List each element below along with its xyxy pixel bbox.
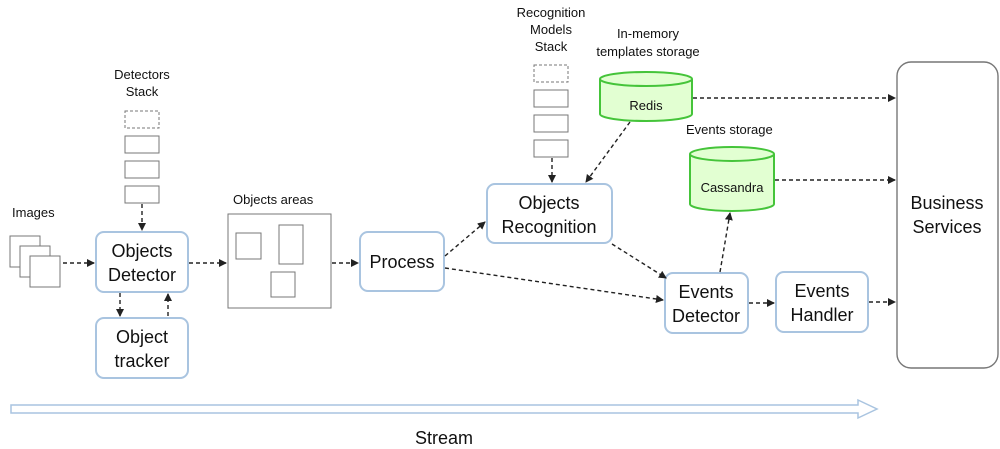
- redis-label: Redis: [629, 98, 663, 113]
- stream-arrow: [10, 398, 879, 420]
- inmemory-storage-label-1: In-memory: [617, 26, 680, 41]
- detectors-stack: [124, 110, 160, 204]
- cassandra-label: Cassandra: [701, 180, 765, 195]
- images-icon: [9, 235, 61, 288]
- object-tracker-label-1: Object: [116, 327, 168, 347]
- objects-detector-node: [95, 231, 189, 293]
- edge-events-detector-to-cassandra: [719, 212, 733, 273]
- objects-areas-frame: [227, 213, 332, 309]
- edge-redis-to-recognition: [585, 121, 631, 183]
- objects-detector-label-1: Objects: [111, 241, 172, 261]
- events-handler-label-2: Handler: [790, 305, 853, 325]
- business-services-label-1: Business: [910, 193, 983, 213]
- objects-recognition-label-1: Objects: [518, 193, 579, 213]
- recognition-stack-label-1: Recognition: [517, 5, 586, 20]
- events-detector-label-2: Detector: [672, 306, 740, 326]
- recognition-models-stack: [533, 64, 569, 158]
- process-node: [359, 231, 445, 292]
- object-tracker-label-2: tracker: [114, 351, 169, 371]
- events-detector-node: [664, 272, 749, 334]
- detectors-stack-label-1: Detectors: [114, 67, 170, 82]
- business-services-label-2: Services: [912, 217, 981, 237]
- objects-recognition-label-2: Recognition: [501, 217, 596, 237]
- detectors-stack-label-2: Stack: [126, 84, 159, 99]
- objects-recognition-node: [486, 183, 613, 244]
- recognition-stack-label-3: Stack: [535, 39, 568, 54]
- redis-database-icon: [599, 71, 693, 122]
- inmemory-storage-label-2: templates storage: [596, 44, 699, 59]
- events-handler-label-1: Events: [794, 281, 849, 301]
- recognition-stack-label-2: Models: [530, 22, 572, 37]
- edge-process-to-events-detector: [444, 267, 664, 303]
- images-label: Images: [12, 205, 55, 220]
- events-storage-label: Events storage: [686, 122, 773, 137]
- edge-process-to-recognition: [444, 221, 486, 257]
- business-services-node: [896, 61, 999, 369]
- edge-recognition-to-events-detector: [611, 243, 667, 279]
- objects-detector-label-2: Detector: [108, 265, 176, 285]
- edges: [63, 94, 896, 317]
- events-detector-label-1: Events: [678, 282, 733, 302]
- stream-label: Stream: [415, 428, 473, 448]
- process-label: Process: [369, 252, 434, 272]
- cassandra-database-icon: [689, 146, 775, 212]
- objects-areas-label: Objects areas: [233, 192, 314, 207]
- events-handler-node: [775, 271, 869, 333]
- object-tracker-node: [95, 317, 189, 379]
